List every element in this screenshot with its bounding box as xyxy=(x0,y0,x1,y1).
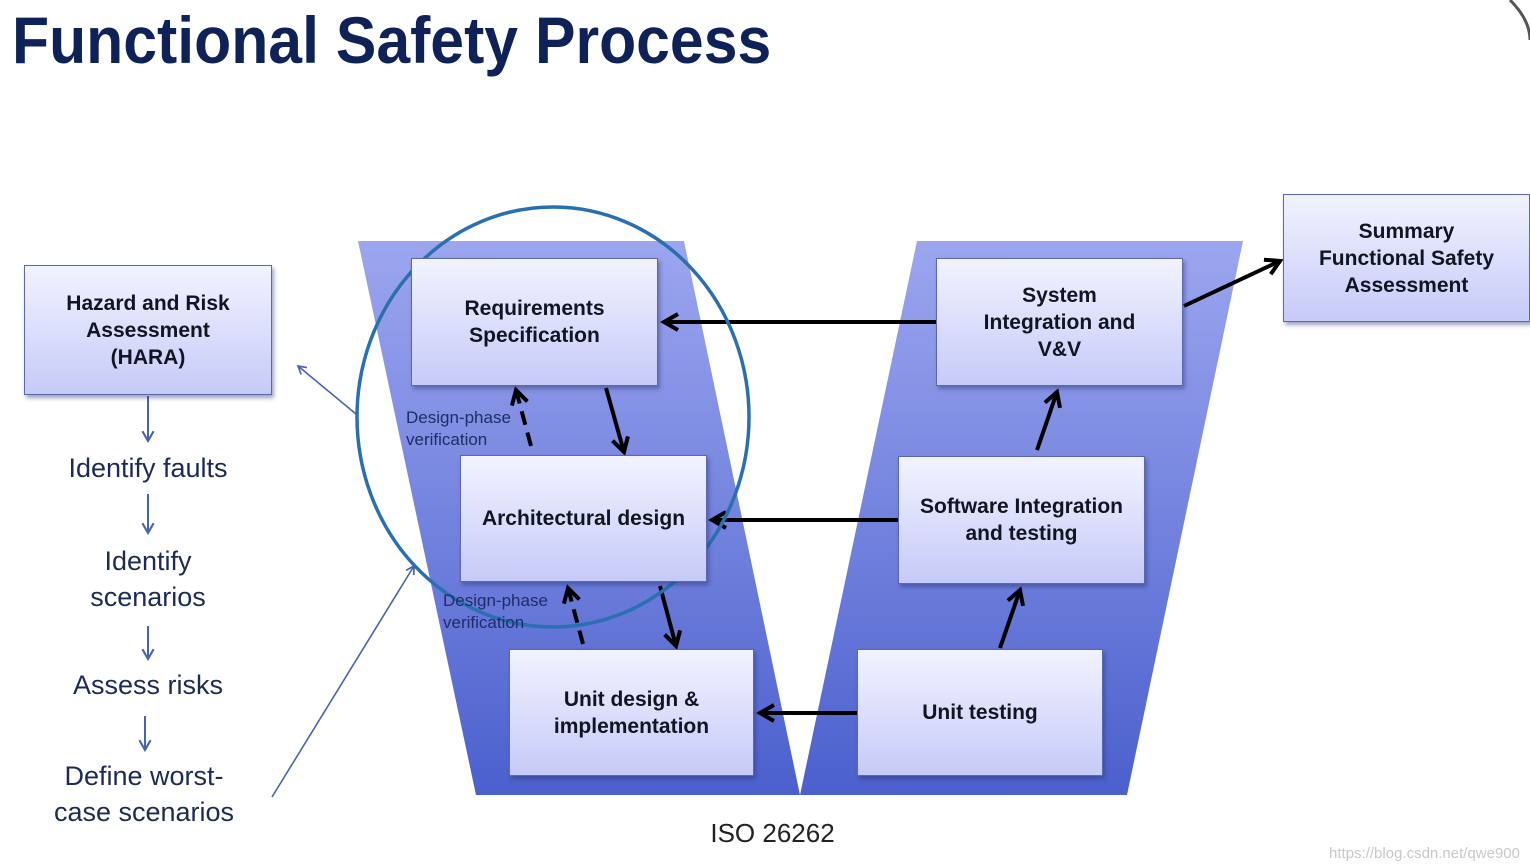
arrow-architectural-to-unitdesign xyxy=(658,585,683,650)
box-unit-design-implementation: Unit design & implementation xyxy=(509,649,754,776)
arrow-verification-upper xyxy=(509,386,533,447)
connector-circle-to-hara xyxy=(296,364,357,415)
step-identify-faults: Identify faults xyxy=(68,453,228,483)
step-assess-risks: Assess risks xyxy=(72,670,224,700)
watermark: https://blog.csdn.net/qwe900 xyxy=(1329,845,1520,862)
connector-worstcase-to-circle xyxy=(271,564,415,798)
box-system-integration: System Integration and V&V xyxy=(936,258,1183,386)
step-identify-scenarios: Identify scenarios xyxy=(90,546,206,612)
label-design-phase-verification-upper: Design-phase verification xyxy=(406,408,511,449)
slide-title: Functional Safety Process xyxy=(12,3,772,77)
arrow-unittest-to-software xyxy=(998,586,1025,649)
arrow-requirements-to-architectural xyxy=(604,387,630,456)
box-unit-testing: Unit testing xyxy=(857,649,1103,776)
label-design-phase-verification-lower: Design-phase verification xyxy=(443,591,548,632)
standard-label: ISO 26262 xyxy=(710,818,835,848)
arrow-software-to-system xyxy=(1035,388,1062,451)
box-requirements-specification: Requirements Specification xyxy=(411,258,658,386)
step-define-worst-case: Define worst-case scenarios xyxy=(53,761,235,827)
box-software-integration: Software Integration and testing xyxy=(898,456,1145,584)
arrow-system-to-summary xyxy=(1183,257,1284,308)
box-summary-assessment: Summary Functional Safety Assessment xyxy=(1283,194,1530,322)
highlight-circle xyxy=(355,205,751,629)
arrow-verification-lower xyxy=(561,584,585,645)
hara-box: Hazard and Risk Assessment (HARA) xyxy=(24,265,272,395)
slide-edge-curve xyxy=(1508,0,1530,41)
box-architectural-design: Architectural design xyxy=(460,455,707,582)
